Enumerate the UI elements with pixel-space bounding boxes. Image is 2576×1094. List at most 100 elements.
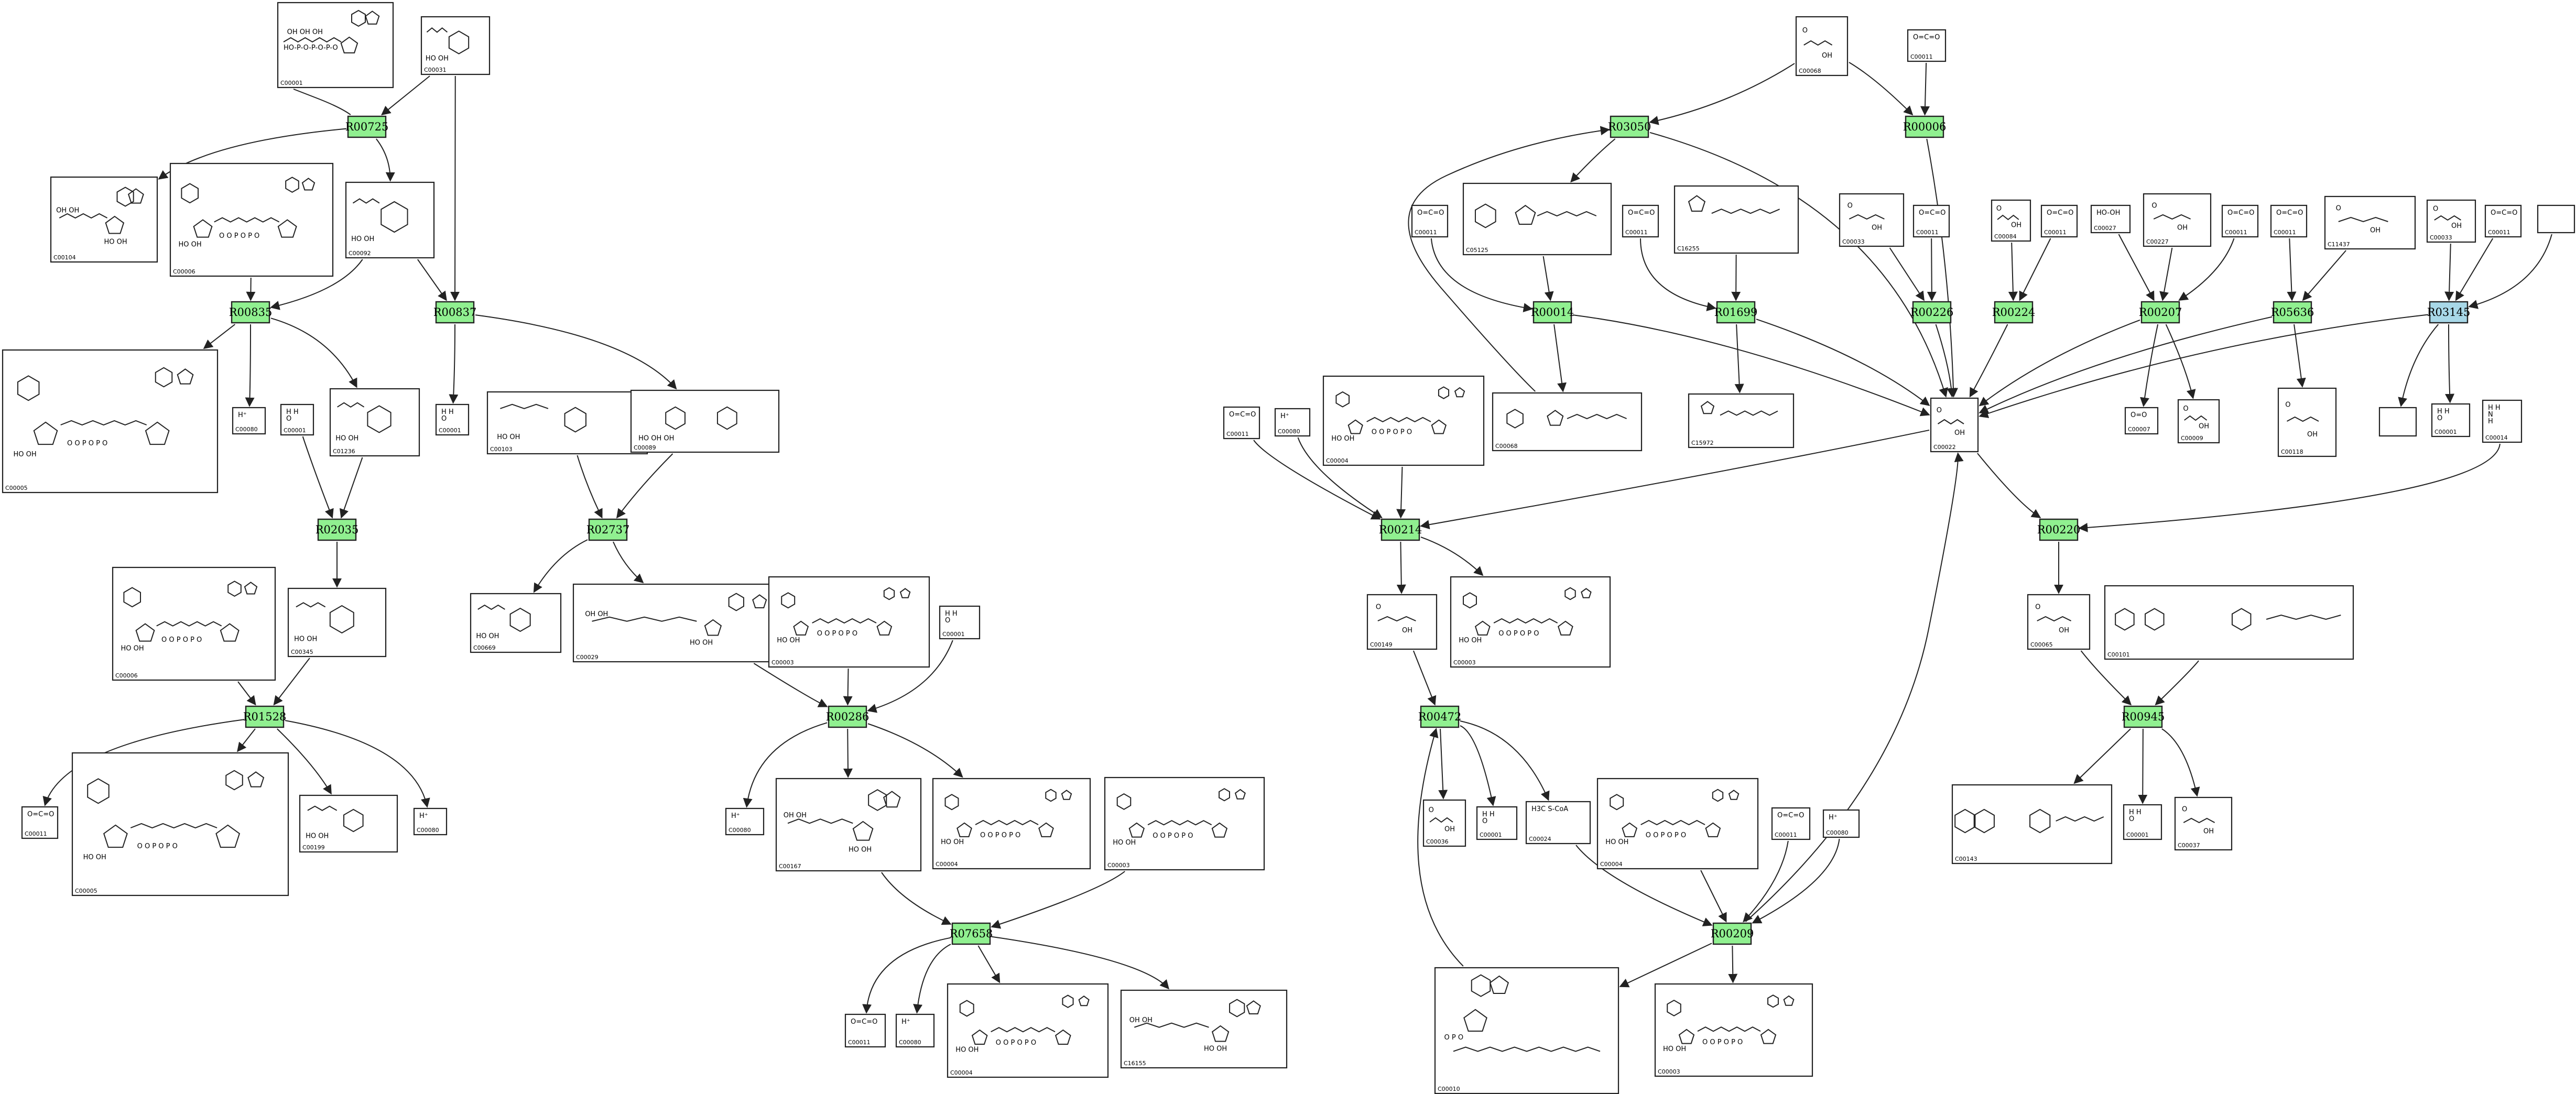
reaction-R03145[interactable]: R03145 [2427, 301, 2471, 324]
reaction-R00472[interactable]: R00472 [1418, 705, 1462, 728]
reaction-R00226[interactable]: R00226 [1910, 301, 1954, 324]
compound-C15972[interactable]: C15972 [1688, 393, 1795, 448]
compound-unlabeled[interactable] [2378, 407, 2417, 437]
reaction-R01528[interactable]: R01528 [243, 705, 287, 728]
reaction-R00725[interactable]: R00725 [345, 115, 389, 138]
compound-C00080[interactable]: H⁺C00080 [413, 807, 448, 836]
compound-C00101[interactable]: C00101 [2104, 585, 2354, 660]
compound-formula: O=C=O [1919, 209, 1945, 217]
edge-R01528-to-c_C00080_b [285, 720, 430, 808]
reaction-R00945[interactable]: R00945 [2122, 705, 2165, 728]
reaction-R00220[interactable]: R00220 [2037, 518, 2081, 541]
reaction-R00286[interactable]: R00286 [826, 705, 869, 728]
reaction-R00209[interactable]: R00209 [1711, 922, 1754, 945]
reaction-R00835[interactable]: R00835 [229, 301, 273, 324]
compound-C00080[interactable]: H⁺C00080 [1822, 809, 1860, 838]
compound-C00080[interactable]: H⁺C00080 [895, 1013, 935, 1048]
compound-C00080[interactable]: H⁺C00080 [725, 807, 765, 836]
compound-C00143[interactable]: C00143 [1951, 784, 2113, 865]
svg-text:O: O [1937, 407, 1942, 414]
reaction-R01699[interactable]: R01699 [1714, 301, 1758, 324]
compound-unlabeled[interactable] [2537, 204, 2575, 234]
compound-C05125[interactable]: C05125 [1462, 182, 1612, 256]
reaction-R02035[interactable]: R02035 [316, 518, 359, 541]
reaction-R00837[interactable]: R00837 [433, 301, 477, 324]
compound-C16255[interactable]: C16255 [1673, 185, 1799, 254]
reaction-R00214[interactable]: R00214 [1379, 518, 1422, 541]
reaction-R03050[interactable]: R03050 [1608, 115, 1651, 138]
compound-C00080[interactable]: H⁺C00080 [1274, 408, 1311, 437]
reaction-R00014[interactable]: R00014 [1531, 301, 1574, 324]
reaction-R00207[interactable]: R00207 [2139, 301, 2182, 324]
reaction-R07658[interactable]: R07658 [950, 922, 993, 945]
reaction-R05636[interactable]: R05636 [2271, 301, 2314, 324]
reaction-R00006[interactable]: R00006 [1903, 115, 1947, 138]
reaction-R02737[interactable]: R02737 [586, 518, 630, 541]
compound-C00080[interactable]: H⁺C00080 [232, 407, 266, 435]
compound-C00068[interactable]: C00068 [1492, 392, 1643, 452]
reaction-R00224[interactable]: R00224 [1992, 301, 2036, 324]
